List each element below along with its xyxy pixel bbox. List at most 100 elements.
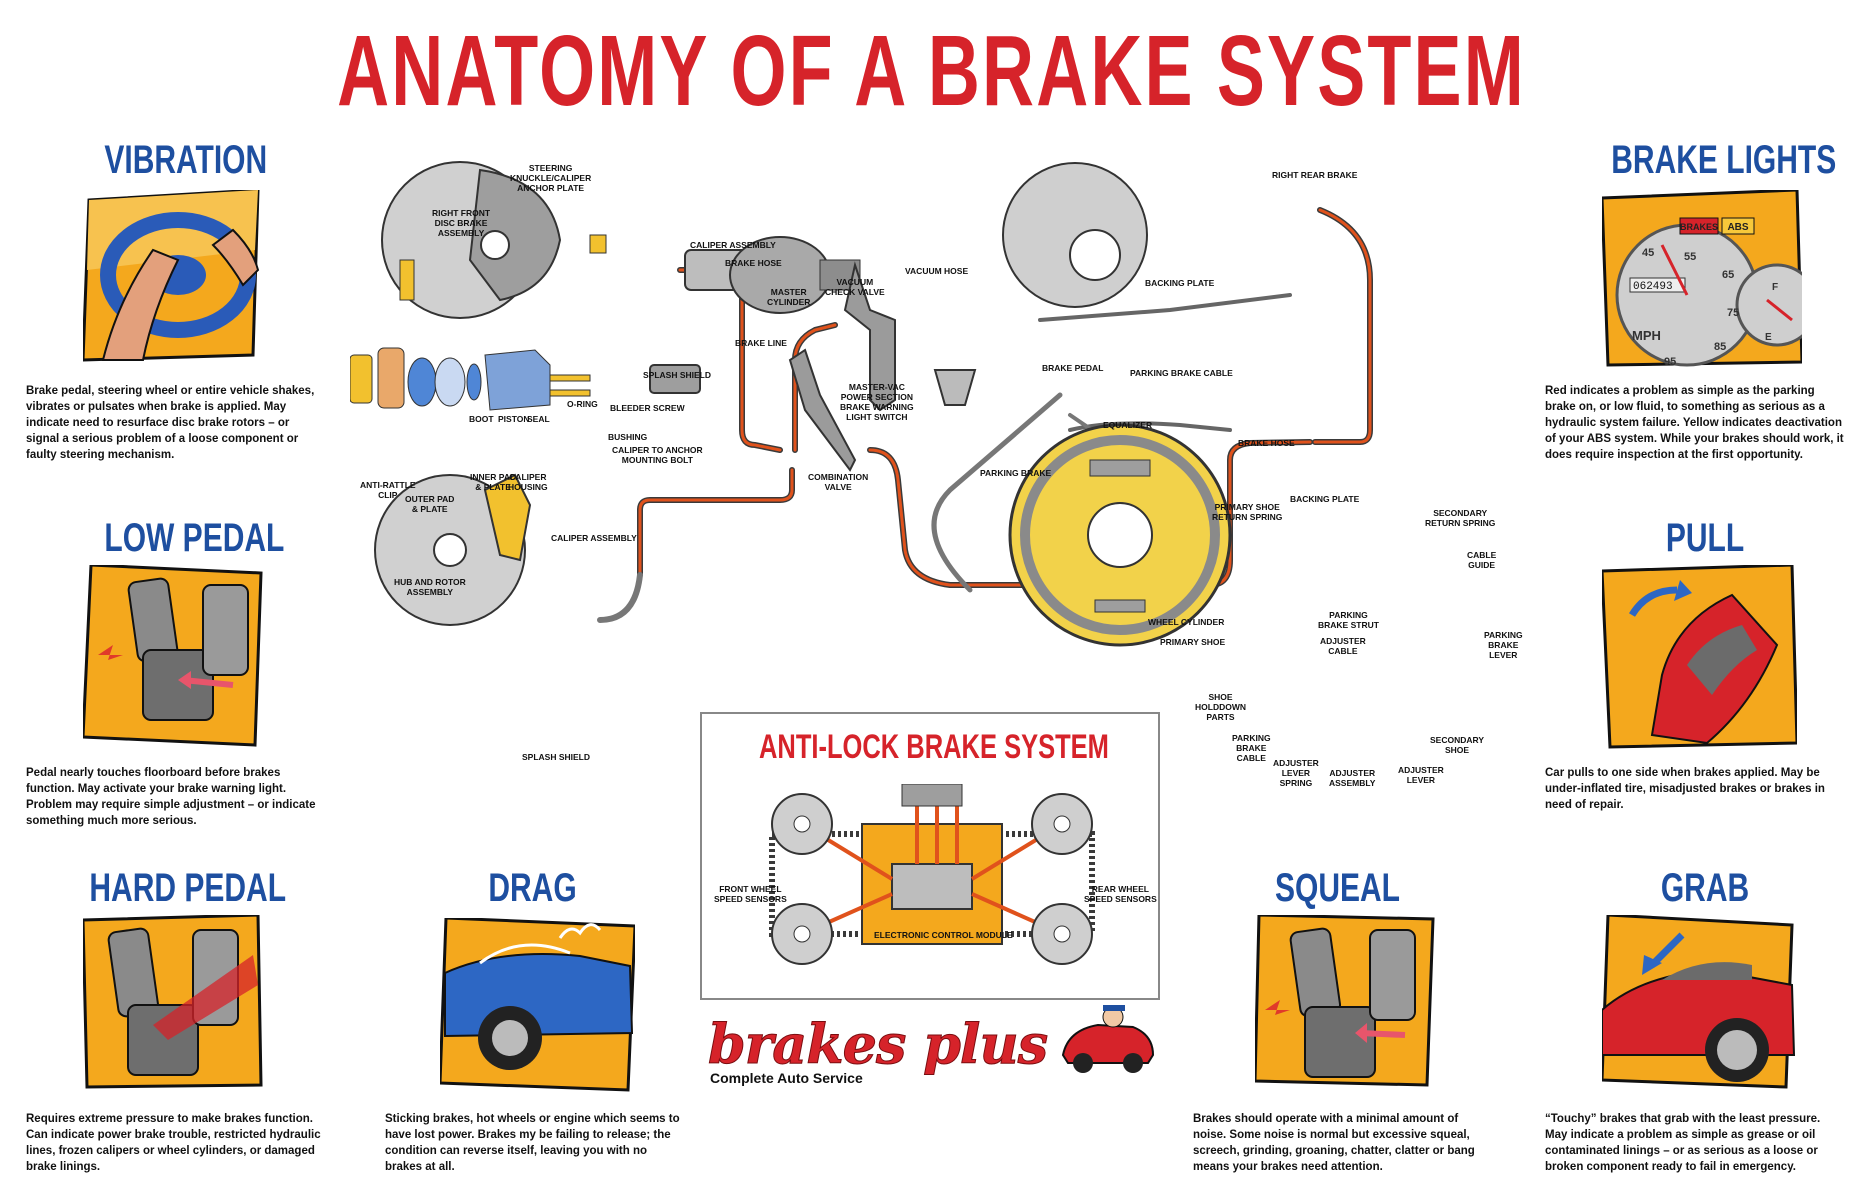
vibration-text: Brake pedal, steering wheel or entire ve… <box>26 385 315 461</box>
wheel-icon <box>1717 1030 1757 1070</box>
label-brake-pedal: BRAKE PEDAL <box>1042 363 1104 373</box>
label-caliper-assembly-top: CALIPER ASSEMBLY <box>690 240 776 250</box>
vibration-illustration <box>83 190 260 362</box>
wheel-icon <box>492 1020 528 1056</box>
drag-illustration <box>440 918 635 1092</box>
label-caliper-assembly-bottom: CALIPER ASSEMBLY <box>551 533 637 543</box>
label-brake-line: BRAKE LINE <box>735 338 787 348</box>
pull-heading: PULL <box>1665 516 1745 560</box>
abs-title: ANTI-LOCK BRAKE SYSTEM <box>759 728 1109 766</box>
svg-text:45: 45 <box>1642 247 1654 259</box>
svg-text:85: 85 <box>1714 341 1726 353</box>
combination-valve <box>649 364 701 394</box>
low-pedal-heading: LOW PEDAL <box>104 516 285 560</box>
pull-illustration <box>1602 565 1797 749</box>
mascot-car-icon <box>1061 1005 1155 1073</box>
drag-text: Sticking brakes, hot wheels or engine wh… <box>385 1113 680 1173</box>
svg-text:MPH: MPH <box>1632 328 1661 343</box>
squeal-text: Brakes should operate with a minimal amo… <box>1193 1113 1475 1173</box>
label-primary-shoe: PRIMARY SHOE <box>1160 637 1226 647</box>
label-inner-pad: INNER PAD& PLATE <box>470 472 517 492</box>
brakes-plus-logo: brakes plus Complete Auto Service <box>707 1012 1048 1087</box>
label-boot: BOOT <box>469 414 494 424</box>
brake-lights-text: Red indicates a problem as simple as the… <box>1545 385 1844 461</box>
svg-text:65: 65 <box>1722 269 1734 281</box>
parking-brake-pedal-icon <box>788 348 857 472</box>
hard-pedal-heading: HARD PEDAL <box>89 866 287 910</box>
hard-pedal-text: Requires extreme pressure to make brakes… <box>26 1113 321 1173</box>
equalizer <box>933 369 977 406</box>
pull-text: Car pulls to one side when brakes applie… <box>1545 767 1825 811</box>
svg-text:062493: 062493 <box>1633 281 1673 293</box>
logo-name: brakes plus <box>707 1012 1048 1077</box>
arrow-icon <box>1674 580 1692 601</box>
caliper-parts <box>350 347 591 411</box>
vibration-heading: VIBRATION <box>104 138 268 182</box>
brake-system-diagram <box>350 161 1373 647</box>
label-splash-shield-bottom: SPLASH SHIELD <box>522 752 591 762</box>
label-bleeder-screw: BLEEDER SCREW <box>610 403 685 413</box>
label-brake-hose-right: BRAKE HOSE <box>1238 438 1295 448</box>
brake-lights-heading: BRAKE LIGHTS <box>1611 138 1837 182</box>
label-splash-shield-top: SPLASH SHIELD <box>643 370 712 380</box>
low-pedal-illustration <box>83 565 263 747</box>
label-bushing: BUSHING <box>608 432 648 442</box>
dashboard-illustration: BRAKES ABS 45 55 65 75 85 95 062493 MPH … <box>1602 190 1802 368</box>
svg-text:95: 95 <box>1664 356 1676 368</box>
logo-tagline: Complete Auto Service <box>710 1070 863 1086</box>
label-wheel-cylinder: WHEEL CYLINDER <box>1148 617 1225 627</box>
brake-pedal-icon <box>843 261 896 412</box>
label-right-rear-brake: RIGHT REAR BRAKE <box>1272 170 1358 180</box>
grab-heading: GRAB <box>1660 866 1750 910</box>
label-vacuum-hose: VACUUM HOSE <box>905 266 969 276</box>
squeal-heading: SQUEAL <box>1274 866 1401 910</box>
hard-pedal-illustration <box>83 915 263 1089</box>
label-ecm: ELECTRONIC CONTROL MODULE <box>874 930 1013 940</box>
label-piston: PISTON <box>498 414 530 424</box>
label-brake-hose-top: BRAKE HOSE <box>725 258 782 268</box>
label-equalizer: EQUALIZER <box>1103 420 1153 430</box>
svg-text:F: F <box>1772 282 1778 293</box>
label-backing-plate-top: BACKING PLATE <box>1145 278 1215 288</box>
low-pedal-text: Pedal nearly touches floorboard before b… <box>26 767 316 827</box>
abs-diagram <box>769 784 1095 965</box>
label-o-ring: O-RING <box>567 399 598 409</box>
pedal-icon <box>1304 1006 1376 1078</box>
drag-heading: DRAG <box>488 866 577 910</box>
label-backing-plate: BACKING PLATE <box>1290 494 1360 504</box>
svg-text:75: 75 <box>1727 307 1739 319</box>
label-parking-brake-cable: PARKING BRAKE CABLE <box>1130 368 1233 378</box>
label-outer-pad: OUTER PAD& PLATE <box>405 494 455 514</box>
arrow-icon <box>1642 955 1662 975</box>
page-title: ANATOMY OF A BRAKE SYSTEM <box>337 15 1526 127</box>
squeal-illustration <box>1255 915 1435 1087</box>
grab-illustration <box>1602 915 1796 1089</box>
label-seal: SEAL <box>527 414 550 424</box>
fuel-gauge-icon <box>1735 263 1802 347</box>
grab-text: “Touchy” brakes that grab with the least… <box>1545 1113 1821 1173</box>
rear-brake-drum <box>1002 162 1148 308</box>
brakes-warning-light <box>1679 217 1719 235</box>
